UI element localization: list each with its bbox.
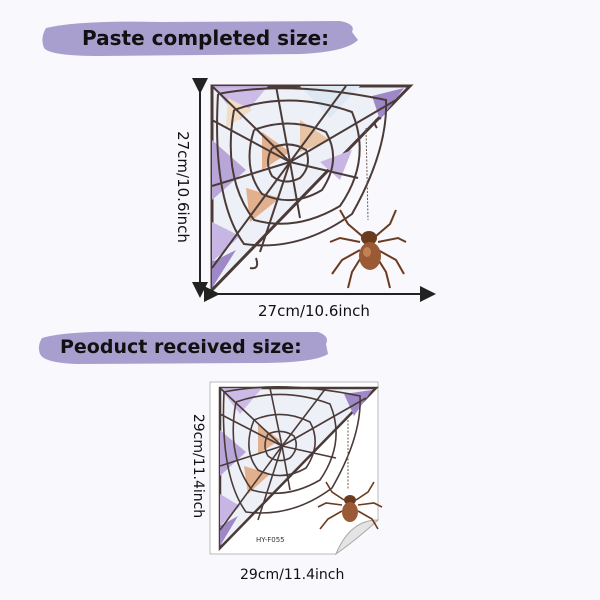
peel-corner-icon <box>334 519 380 556</box>
spider-icon <box>329 209 407 289</box>
received-size-banner: Peoduct received size: <box>38 328 330 366</box>
spiderweb-icon <box>218 386 379 552</box>
completed-width-label: 27cm/10.6inch <box>258 302 370 320</box>
completed-size-heading: Paste completed size: <box>82 26 330 50</box>
received-height-label: 29cm/11.4inch <box>190 413 206 519</box>
spider-thread <box>365 127 369 221</box>
received-width-label: 29cm/11.4inch <box>240 567 345 583</box>
brush-stroke-banner-bg <box>42 21 359 56</box>
brush-stroke-banner-bg <box>38 331 328 364</box>
completed-size-banner: Paste completed size: <box>40 18 360 58</box>
product-code-label: HY-F055 <box>256 536 285 544</box>
completed-height-label: 27cm/10.6inch <box>174 131 192 243</box>
spiderweb-icon <box>210 84 414 294</box>
spider-icon <box>317 481 383 530</box>
received-size-heading: Peoduct received size: <box>60 336 302 358</box>
